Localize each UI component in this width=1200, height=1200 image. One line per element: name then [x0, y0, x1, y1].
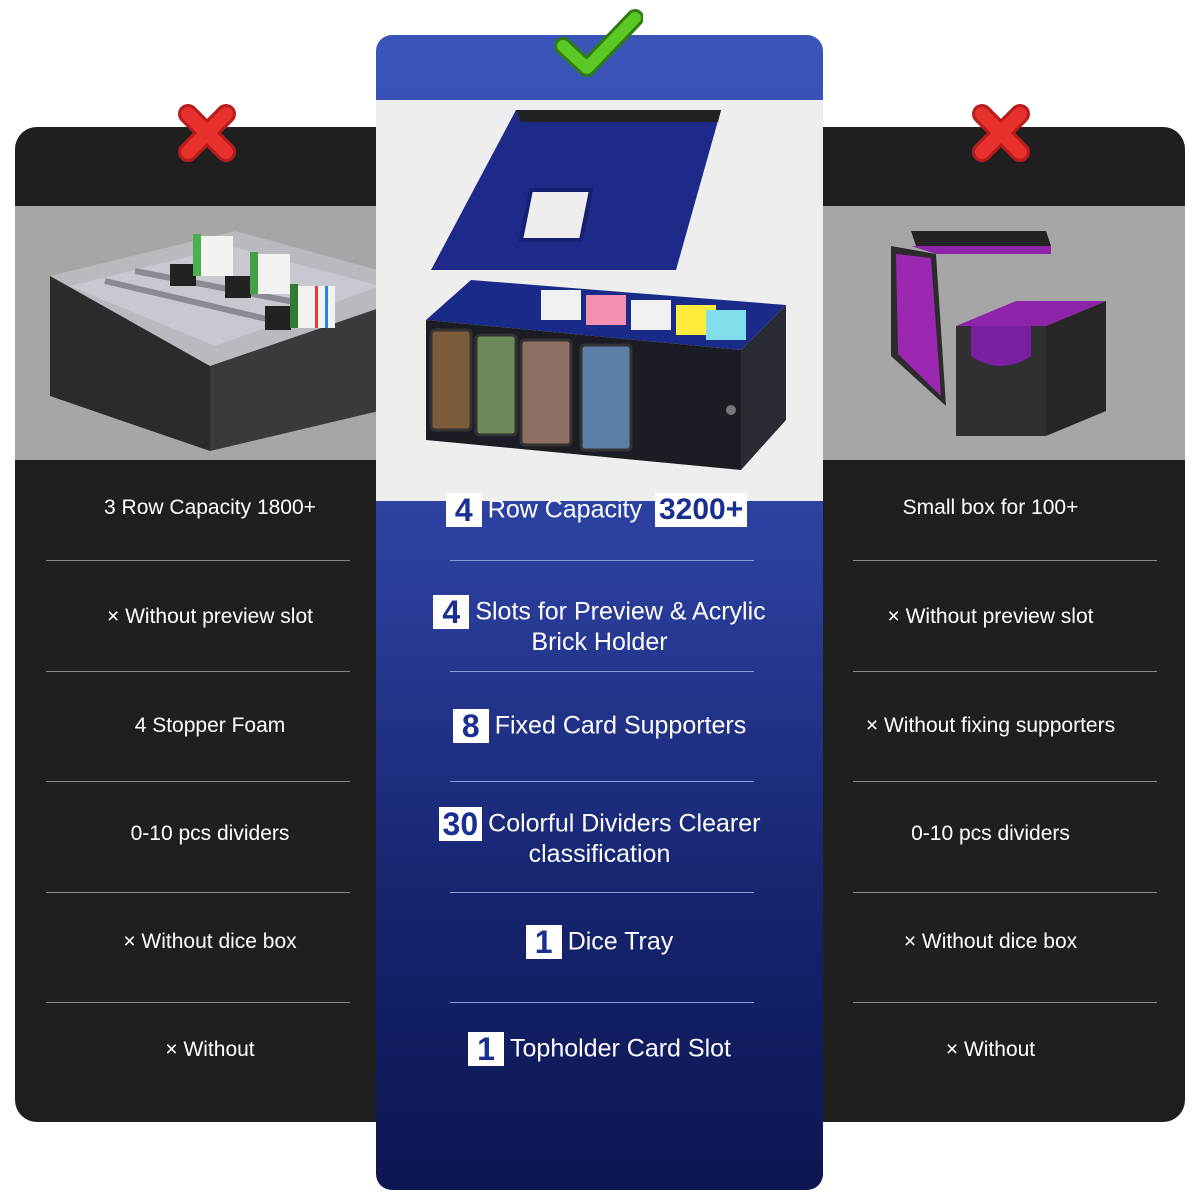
capacity-highlight: 3200+ — [654, 493, 748, 527]
feature-number: 1 — [468, 1032, 505, 1066]
right-row-supporters: × Without fixing supporters — [865, 714, 1116, 737]
row-divider — [853, 892, 1157, 893]
right-row-topholder: × Without — [945, 1038, 1036, 1061]
row-divider — [853, 1002, 1157, 1003]
right-row-preview: × Without preview slot — [887, 605, 1094, 628]
cross-mark-icon — [972, 104, 1030, 162]
cross-mark-icon — [178, 104, 236, 162]
feature-text: Row Capacity — [487, 495, 642, 524]
right-row-dice: × Without dice box — [903, 930, 1078, 953]
feature-number: 1 — [525, 925, 562, 959]
row-divider — [46, 560, 350, 561]
row-divider — [46, 892, 350, 893]
row-divider — [450, 560, 754, 561]
left-row-capacity: 3 Row Capacity 1800+ — [104, 496, 316, 519]
feature-number: 30 — [438, 807, 483, 841]
featured-product-photo — [376, 100, 823, 501]
right-row-capacity: Small box for 100+ — [902, 496, 1079, 519]
row-divider — [450, 781, 754, 782]
right-product-photo — [796, 206, 1185, 460]
check-mark-icon — [555, 9, 643, 77]
left-row-dice: × Without dice box — [123, 930, 297, 953]
feature-text: Topholder Card Slot — [510, 1034, 731, 1063]
feature-text: Colorful Dividers Clearer — [488, 809, 761, 838]
row-divider — [450, 671, 754, 672]
row-divider — [450, 1002, 754, 1003]
left-row-preview: × Without preview slot — [106, 605, 313, 628]
left-row-foam: 4 Stopper Foam — [134, 714, 286, 737]
left-row-dividers: 0-10 pcs dividers — [130, 822, 290, 845]
feature-text: Dice Tray — [567, 927, 674, 956]
feature-text: Slots for Preview & Acrylic — [475, 597, 766, 626]
row-divider — [46, 781, 350, 782]
row-divider — [853, 671, 1157, 672]
feature-text: Fixed Card Supporters — [494, 711, 747, 740]
feature-number: 4 — [445, 493, 482, 527]
feature-number: 4 — [433, 595, 470, 629]
feature-text-line2: Brick Holder — [531, 628, 668, 656]
right-row-dividers: 0-10 pcs dividers — [911, 822, 1070, 845]
left-comparison-panel: 3 Row Capacity 1800+ × Without preview s… — [15, 127, 405, 1122]
row-divider — [450, 892, 754, 893]
row-divider — [46, 1002, 350, 1003]
row-divider — [853, 781, 1157, 782]
feature-text-line2: classification — [528, 840, 671, 868]
left-row-topholder: × Without — [165, 1038, 255, 1061]
feature-number: 8 — [452, 709, 489, 743]
row-divider — [46, 671, 350, 672]
row-divider — [853, 560, 1157, 561]
left-product-photo — [15, 206, 405, 460]
right-comparison-panel: Small box for 100+ × Without preview slo… — [796, 127, 1185, 1122]
